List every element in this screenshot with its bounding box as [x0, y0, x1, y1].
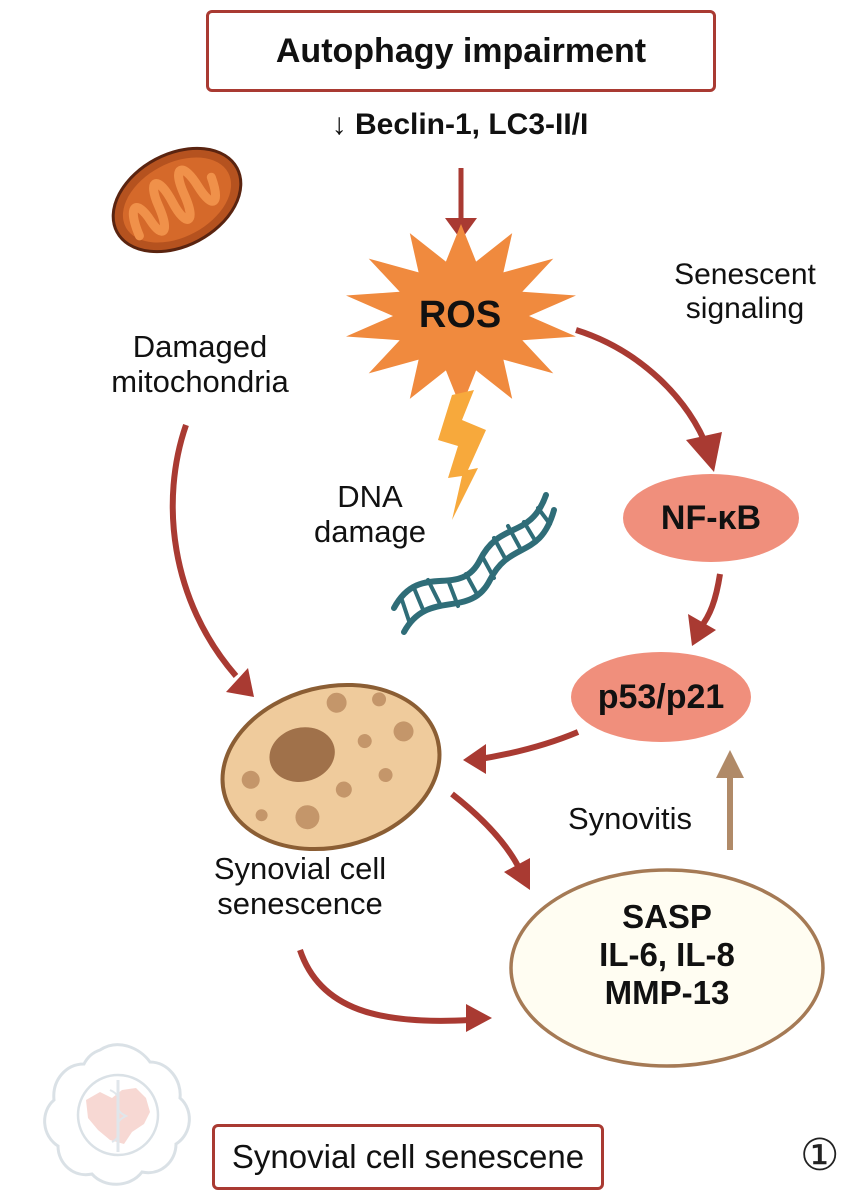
autophagy-impairment-title: Autophagy impairment [275, 31, 647, 70]
ros-starburst [346, 224, 576, 408]
nfkb-node-shape [623, 474, 799, 562]
mitochondria-icon [111, 146, 243, 254]
lightning-icon [438, 390, 486, 520]
synovial-senescence-title: Synovial cell senescene [231, 1138, 585, 1175]
synovial-senescence-box: Synovial cell senescene [212, 1124, 604, 1190]
sasp-cytokines: IL-6, IL-8 [599, 935, 735, 973]
sasp-mmp: MMP-13 [604, 973, 730, 1011]
senescent-signaling-line2: signaling [685, 291, 805, 325]
autophagy-markers: ↓ Beclin-1, LC3-II/I [240, 108, 680, 142]
arrow-synovitis-up [716, 750, 744, 850]
mitochondria-label: Damaged mitochondria [70, 329, 330, 399]
senescent-signaling-line1: Senescent [674, 258, 816, 291]
mitochondria-label-line1: Damaged [132, 329, 268, 364]
arrow-nfkb-to-p53 [688, 573, 723, 646]
nfkb-node-label: NF-κB [660, 498, 762, 537]
autophagy-markers-text: ↓ Beclin-1, LC3-II/I [331, 108, 589, 141]
arrow-cell-to-sasp-lower [297, 949, 492, 1032]
sasp-title: SASP [622, 898, 712, 935]
senescent-signaling-label: Senescent signaling [630, 258, 860, 325]
figure-number: ① [800, 1130, 839, 1181]
arrow-mitochondria-to-cell [169, 424, 254, 697]
synovial-cell-label: Synovial cell senescence [160, 851, 440, 921]
arrow-cell-to-sasp-upper [450, 791, 530, 890]
synovial-cell-icon [220, 682, 442, 852]
arrow-ros-to-nfkb [575, 327, 722, 472]
figure-number-text: ① [800, 1130, 840, 1181]
synovial-cell-label-line1: Synovial cell [213, 851, 387, 886]
dna-damage-line1: DNA [337, 479, 403, 514]
synovial-cell-label-line2: senescence [217, 885, 383, 921]
mitochondria-label-line2: mitochondria [111, 363, 289, 399]
autophagy-impairment-box: Autophagy impairment [206, 10, 716, 92]
p53-node-shape [571, 652, 751, 742]
nfkb-node: NF-κB [623, 494, 799, 542]
sasp-node-shape [509, 868, 825, 1068]
dna-damage-label: DNA damage [290, 479, 450, 549]
dna-helix-icon [391, 492, 557, 635]
synovitis-label-text: Synovitis [567, 801, 693, 836]
arrow-p53-to-cell [463, 729, 580, 774]
sasp-node: SASP IL-6, IL-8 MMP-13 [540, 898, 794, 1012]
synovitis-label: Synovitis [540, 801, 720, 837]
ros-label-text: ROS [418, 293, 502, 336]
p53-node-label: p53/p21 [597, 677, 725, 716]
dna-damage-line2: damage [313, 513, 427, 549]
watermark-logo [43, 1043, 191, 1186]
ros-label: ROS [400, 290, 520, 340]
p53-node: p53/p21 [571, 673, 751, 721]
